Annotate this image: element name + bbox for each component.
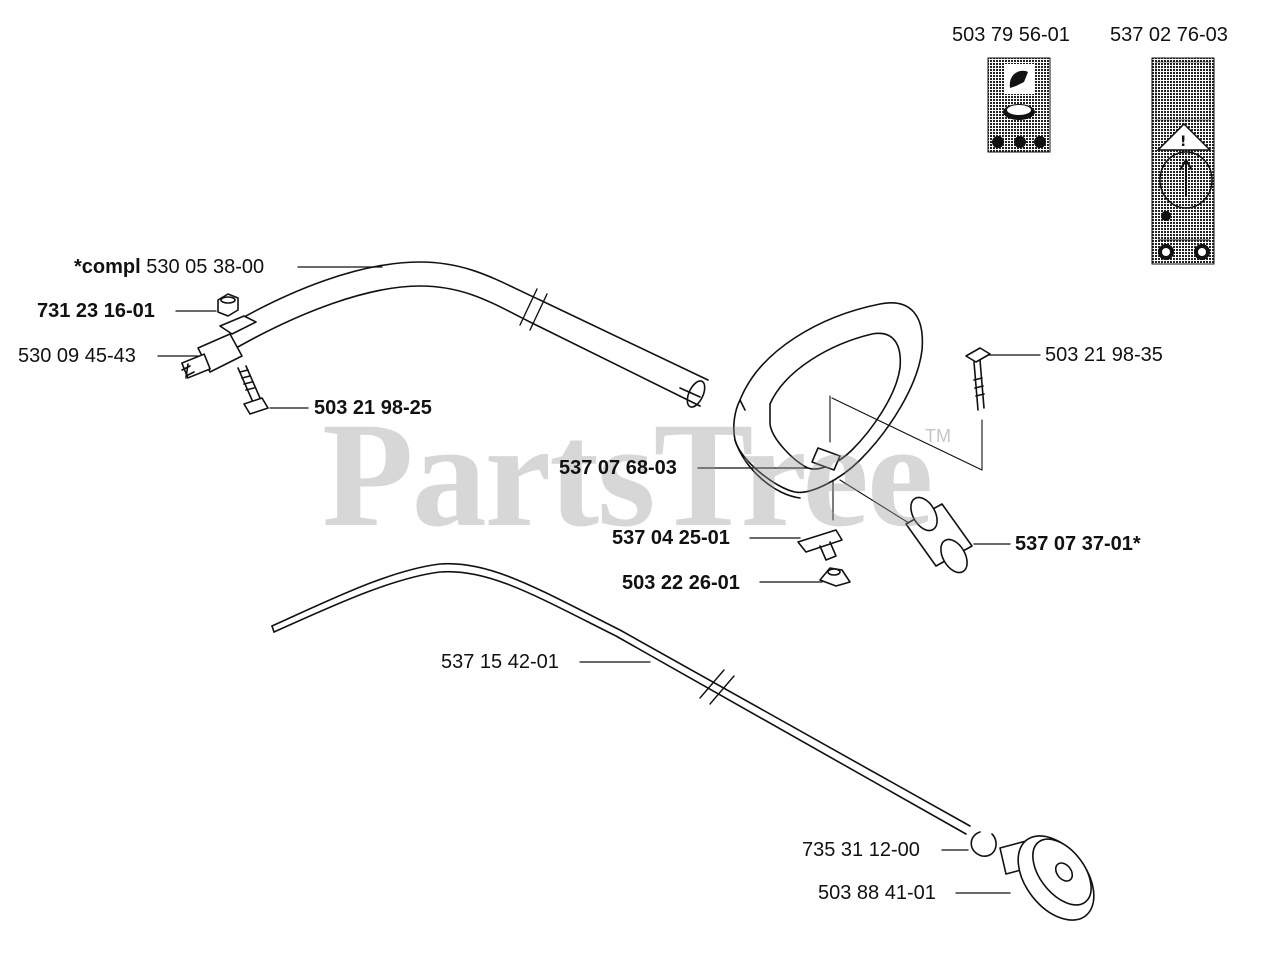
bracket bbox=[797, 529, 843, 561]
warning-decal-small-icon bbox=[987, 57, 1051, 153]
coupling-housing bbox=[181, 315, 257, 379]
svg-text:!: ! bbox=[1180, 134, 1186, 150]
wing-nut bbox=[819, 567, 851, 587]
label-clip: 735 31 12-00 bbox=[802, 839, 920, 861]
drum bbox=[999, 835, 1095, 921]
label-decal-a: 503 79 56-01 bbox=[952, 24, 1070, 46]
label-drum: 503 88 41-01 bbox=[818, 882, 936, 904]
warning-decal-tall-icon: ! bbox=[1151, 57, 1215, 265]
label-housing: 530 09 45-43 bbox=[18, 345, 136, 367]
clip bbox=[970, 831, 997, 857]
label-wingnut: 503 22 26-01 bbox=[622, 572, 740, 594]
label-cable: 537 15 42-01 bbox=[441, 651, 559, 673]
label-handle: 537 07 68-03 bbox=[559, 457, 677, 479]
label-compl-part: 530 05 38-00 bbox=[146, 256, 265, 278]
screw-right bbox=[965, 347, 991, 411]
watermark: PartsTree bbox=[322, 392, 933, 558]
nut bbox=[217, 293, 239, 317]
drive-cable bbox=[271, 562, 971, 835]
label-screw-right: 503 21 98-35 bbox=[1045, 344, 1163, 366]
shaft-tube bbox=[227, 261, 709, 408]
label-screw-left: 503 21 98-25 bbox=[314, 397, 432, 419]
label-bracket: 537 04 25-01 bbox=[612, 527, 730, 549]
label-compl-tube: *compl 530 05 38-00 bbox=[74, 256, 264, 278]
label-decal-b: 537 02 76-03 bbox=[1110, 24, 1228, 46]
watermark-trademark: TM bbox=[925, 426, 951, 446]
assembly-lines bbox=[829, 395, 983, 531]
sleeve bbox=[905, 496, 973, 574]
loop-handle bbox=[733, 302, 924, 499]
leader-lines bbox=[157, 266, 1041, 894]
screw-left bbox=[237, 365, 269, 415]
label-compl-prefix: *compl bbox=[74, 256, 141, 278]
label-sleeve: 537 07 37-01* bbox=[1015, 533, 1141, 555]
label-nut: 731 23 16-01 bbox=[37, 300, 155, 322]
